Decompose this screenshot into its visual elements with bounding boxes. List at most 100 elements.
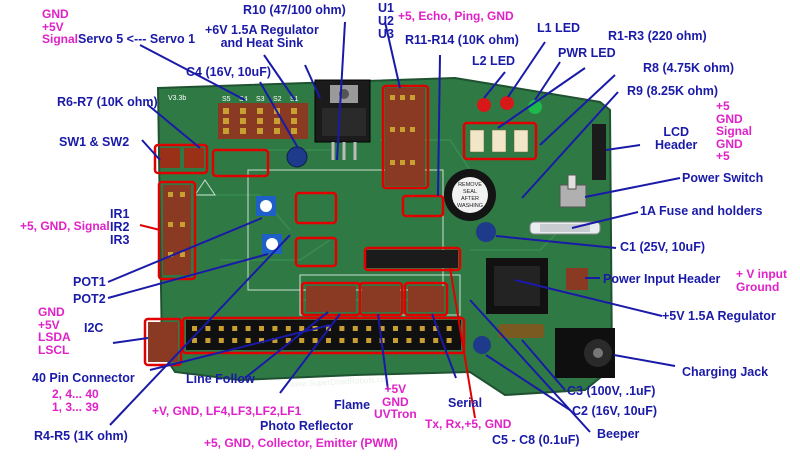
potentiometers <box>256 196 282 254</box>
c5-c8-label: C5 - C8 (0.1uF) <box>492 433 580 447</box>
servo-headers <box>218 103 308 139</box>
servo-silk-s3: S3 <box>256 96 265 103</box>
i2c-pin-lsda: LSDA <box>38 330 71 345</box>
connector-pin <box>366 326 372 331</box>
lcd-pin-signal: Signal <box>716 124 753 139</box>
photo-reflector-label: Photo Reflector <box>260 419 354 433</box>
connector-pin <box>299 326 305 331</box>
lcd-pin-5v-b: +5 <box>716 149 730 164</box>
c4-capacitor <box>286 146 308 168</box>
c2-capacitor <box>473 336 491 354</box>
i2c-header-part <box>148 322 178 362</box>
forty-pin-odd: 1, 3... 39 <box>52 399 99 414</box>
charging-jack-label: Charging Jack <box>682 365 769 379</box>
pin-label-gnd: GND <box>42 7 69 21</box>
pot1-label: POT1 <box>73 275 106 289</box>
forty-pin-even: 2, 4... 40 <box>52 387 99 401</box>
r8-label: R8 (4.75K ohm) <box>643 61 734 75</box>
leds <box>477 96 542 114</box>
v-input-line-1: + V input <box>736 267 787 281</box>
beeper-text-4: WASHING <box>457 203 483 209</box>
connector-pin <box>299 338 305 343</box>
c2-label: C2 (16V, 10uF) <box>572 404 657 418</box>
u3-label: U3 <box>378 27 394 42</box>
board-version: V3.3b <box>168 95 186 102</box>
beeper <box>444 169 496 221</box>
connector-pin <box>419 338 425 343</box>
u2-label: U2 <box>378 14 394 29</box>
r6-r7-label: R6-R7 (10K ohm) <box>57 95 158 109</box>
v-input-label: + V input Ground <box>736 268 787 293</box>
regulator-5v <box>486 258 548 314</box>
connector-pin <box>285 338 291 343</box>
fuse-label: 1A Fuse and holders <box>640 204 763 218</box>
u1-u3-label: U1 U2 U3 <box>378 1 394 42</box>
c3-capacitor <box>498 324 544 338</box>
power-switch <box>559 174 587 208</box>
ir2-label: IR2 <box>110 220 130 235</box>
flame-pins-label: +5V GND UVTron <box>374 383 417 421</box>
connector-pin <box>419 326 425 331</box>
connector-pin <box>259 338 264 343</box>
servo-silk-s2: S2 <box>273 96 282 103</box>
forty-pin-label: 40 Pin Connector <box>32 371 135 385</box>
beeper-label: Beeper <box>597 427 640 441</box>
connector-pin <box>406 338 412 343</box>
ir-pins-label: +5, GND, Signal <box>20 219 110 233</box>
power-input-label: Power Input Header <box>603 272 721 286</box>
connector-pin <box>339 338 345 343</box>
flame-pin-5v: +5V <box>384 382 407 396</box>
c3-label: C3 (100V, .1uF) <box>567 384 656 398</box>
v-input-line-2: Ground <box>736 279 780 294</box>
forty-pin-pins-label: 2, 4... 40 1, 3... 39 <box>52 388 99 413</box>
l1-led-label: L1 LED <box>537 21 581 35</box>
connector-pin <box>272 326 278 331</box>
line-follow-label: Line Follow <box>186 372 255 386</box>
r1-r3-label: R1-R3 (220 ohm) <box>608 29 707 43</box>
regulator-heatsink-line-2: and Heat Sink <box>220 36 304 51</box>
lcd-pin-labels: +5 GND Signal GND +5 <box>716 100 752 163</box>
i2c-pin-labels: GND +5V LSDA LSCL <box>38 306 71 356</box>
i2c-pin-5v: +5V <box>38 317 60 332</box>
connector-pin <box>218 338 224 343</box>
photo-reflector-pins-label: +5, GND, Collector, Emitter (PWM) <box>204 436 398 450</box>
connector-pin <box>339 326 345 331</box>
lcd-header-line-1: LCD <box>663 125 690 139</box>
lcd-pin-gnd-a: GND <box>716 111 743 126</box>
pwr-led-label: PWR LED <box>558 46 616 60</box>
connector-pin <box>205 338 211 343</box>
r9-label: R9 (8.25K ohm) <box>627 84 718 98</box>
c4-label: C4 (16V, 10uF) <box>186 65 271 79</box>
flame-pin-uvtron: UVTron <box>374 407 417 422</box>
beeper-text-3: AFTER <box>461 196 479 202</box>
echo-ping-label: +5, Echo, Ping, GND <box>398 9 514 23</box>
sonar-headers <box>385 88 425 186</box>
charging-jack <box>555 328 615 378</box>
connector-pin <box>272 338 278 343</box>
heat-sink <box>314 79 371 160</box>
sw1-sw2-label: SW1 & SW2 <box>59 135 130 149</box>
connector-pin <box>312 338 318 343</box>
pin-label-signal: Signal <box>42 32 79 47</box>
connector-pin <box>192 326 197 331</box>
lcd-pin-gnd-b: GND <box>716 136 743 151</box>
connector-pin <box>245 326 251 331</box>
connector-pin <box>352 326 358 331</box>
i2c-pin-lscl: LSCL <box>38 342 70 357</box>
i2c-pin-gnd: GND <box>38 305 65 319</box>
connector-pin <box>393 338 398 343</box>
lcd-header-line-2: Header <box>655 138 698 153</box>
r1-r3-resistors <box>469 129 529 153</box>
lcd-pin-5v-a: +5 <box>716 99 730 113</box>
connector-pin <box>326 338 331 343</box>
serial-label: Serial <box>448 396 483 410</box>
r4-r5-label: R4-R5 (1K ohm) <box>34 429 128 443</box>
c1-label: C1 (25V, 10uF) <box>620 240 705 254</box>
ir-headers <box>163 185 191 275</box>
flame-pin-gnd: GND <box>382 394 409 409</box>
beeper-text-2: SEAL <box>463 189 477 195</box>
i2c-label: I2C <box>84 321 104 335</box>
ir1-label: IR1 <box>110 207 130 221</box>
switches <box>160 148 204 168</box>
